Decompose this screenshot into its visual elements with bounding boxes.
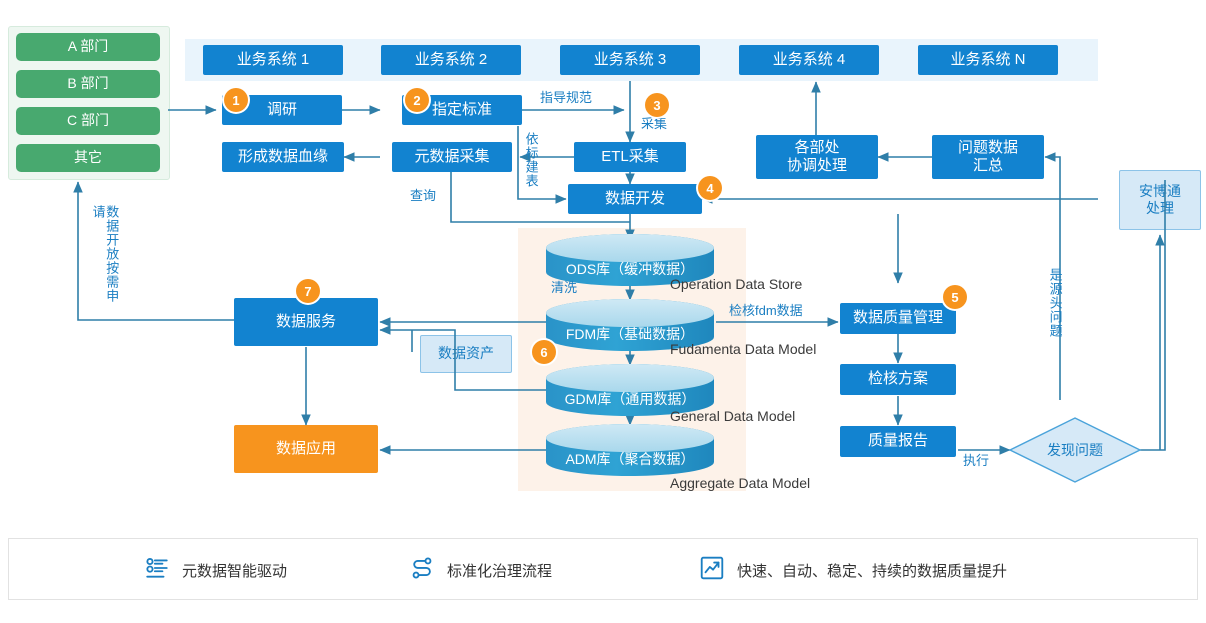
legend-label-1: 元数据智能驱动 — [182, 563, 288, 580]
step-badge-6: 6 — [532, 340, 556, 364]
step-badge-3: 3 — [645, 93, 669, 117]
department-box-c[interactable]: C 部门 — [16, 107, 160, 135]
edge-label-clean: 清洗 — [551, 280, 578, 295]
node-data-quality-management[interactable]: 数据质量管理 — [840, 303, 956, 334]
business-system-3[interactable]: 业务系统 3 — [560, 45, 700, 75]
step-badge-1: 1 — [224, 88, 248, 112]
edge-label-audit-fdm: 检核fdm数据 — [729, 303, 803, 318]
node-set-standard[interactable]: 指定标准 — [402, 95, 522, 125]
edge-label-query: 查询 — [410, 188, 437, 203]
anbotong-line1: 安博通 — [1139, 182, 1181, 199]
find-problem-label: 发现问题 — [1047, 442, 1103, 458]
problem-summary-line2: 汇总 — [972, 157, 1003, 174]
db-ods-label: ODS库（缓冲数据） — [565, 261, 695, 277]
business-system-1[interactable]: 业务系统 1 — [203, 45, 343, 75]
problem-summary-line1: 问题数据 — [957, 138, 1018, 156]
db-adm-english: Aggregate Data Model — [670, 475, 811, 491]
db-adm: ADM库（聚合数据） — [546, 424, 714, 476]
dept-coordination-line1: 各部处 — [794, 138, 840, 156]
legend-label-2: 标准化治理流程 — [447, 563, 553, 580]
step-badge-5: 5 — [943, 285, 967, 309]
node-data-service[interactable]: 数据服务 — [234, 298, 378, 346]
legend-label-3: 快速、自动、稳定、持续的数据质量提升 — [737, 563, 1008, 580]
node-find-problem[interactable]: 发现问题 — [1010, 418, 1140, 482]
db-gdm: GDM库（通用数据） — [546, 364, 714, 416]
edge-label-build-table: 依标建表 — [523, 132, 539, 188]
node-etl-collect[interactable]: ETL采集 — [574, 142, 686, 172]
db-fdm: FDM库（基础数据） — [546, 299, 714, 351]
node-quality-report[interactable]: 质量报告 — [840, 426, 956, 457]
node-dept-coordination[interactable]: 各部处 协调处理 — [756, 135, 878, 179]
legend-item-1[interactable]: 元数据智能驱动 — [144, 555, 287, 586]
step-badge-2: 2 — [405, 88, 429, 112]
node-problem-data-summary[interactable]: 问题数据 汇总 — [932, 135, 1044, 179]
node-data-lineage[interactable]: 形成数据血缘 — [222, 142, 344, 172]
db-gdm-label: GDM库（通用数据） — [564, 391, 696, 407]
trending-up-chart-icon — [699, 555, 725, 586]
node-anbotong-process[interactable]: 安博通 处理 — [1119, 170, 1201, 230]
edge-label-guide-spec: 指导规范 — [540, 90, 593, 105]
business-system-2[interactable]: 业务系统 2 — [381, 45, 521, 75]
db-fdm-label: FDM库（基础数据） — [565, 326, 695, 342]
department-box-b[interactable]: B 部门 — [16, 70, 160, 98]
node-data-development[interactable]: 数据开发 — [568, 184, 702, 214]
node-metadata-collect[interactable]: 元数据采集 — [392, 142, 512, 172]
department-box-a[interactable]: A 部门 — [16, 33, 160, 61]
business-system-n[interactable]: 业务系统 N — [918, 45, 1058, 75]
step-badge-7: 7 — [296, 279, 320, 303]
business-system-4[interactable]: 业务系统 4 — [739, 45, 879, 75]
edge-label-is-source-problem: 是源头问题 — [1047, 268, 1063, 338]
dept-coordination-line2: 协调处理 — [786, 157, 847, 174]
legend-item-2[interactable]: 标准化治理流程 — [409, 555, 552, 586]
department-box-other[interactable]: 其它 — [16, 144, 160, 172]
edge-label-execute: 执行 — [963, 453, 990, 468]
node-data-asset[interactable]: 数据资产 — [420, 335, 512, 373]
edge-label-data-open-on-demand: 数据开放按需申请 — [90, 205, 120, 303]
legend-bar: 元数据智能驱动 标准化治理流程 快速、自动、稳定、持续的数据质量提升 — [8, 538, 1198, 600]
db-adm-label: ADM库（聚合数据） — [565, 451, 695, 467]
edge-label-collect: 采集 — [641, 116, 668, 131]
node-audit-plan[interactable]: 检核方案 — [840, 364, 956, 395]
sliders-icon — [144, 555, 170, 586]
anbotong-line2: 处理 — [1146, 200, 1174, 216]
step-badge-4: 4 — [698, 176, 722, 200]
flow-s-icon — [409, 555, 435, 586]
legend-item-3[interactable]: 快速、自动、稳定、持续的数据质量提升 — [699, 555, 1007, 586]
node-data-application[interactable]: 数据应用 — [234, 425, 378, 473]
